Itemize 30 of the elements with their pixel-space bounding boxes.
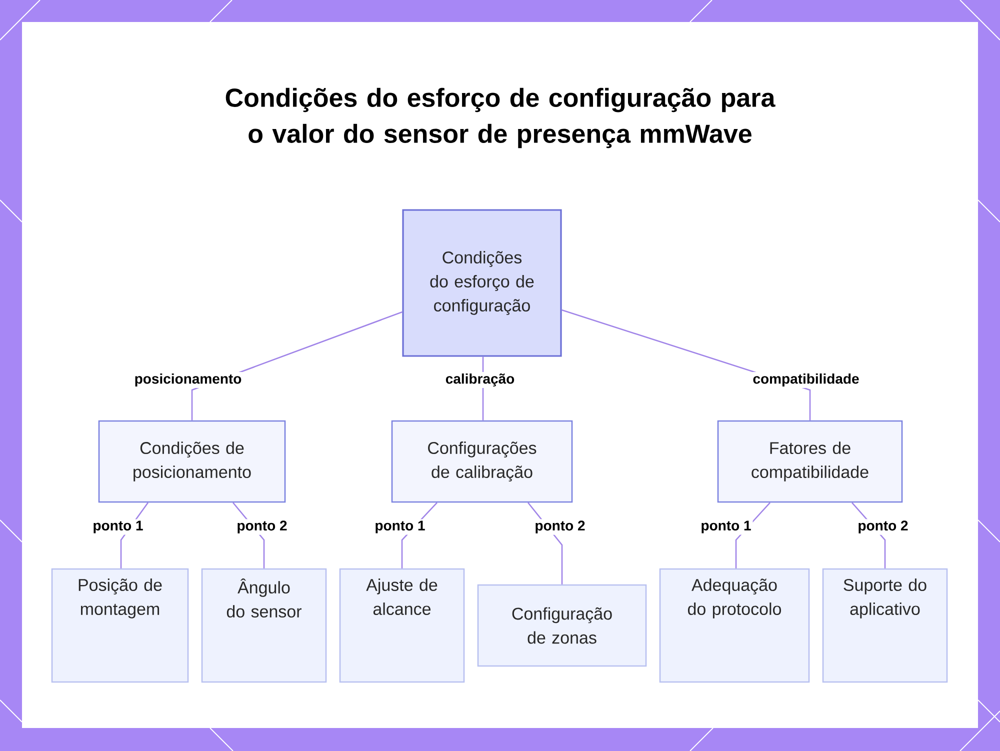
node-label: Condições do esforço de configuração [430,251,534,315]
edge-label: ponto 2 [533,519,587,535]
edge-label: calibração [444,372,516,388]
node-label: Fatores de compatibilidade [752,442,868,482]
edge-label: posicionamento [132,372,244,388]
node-label: Posição de montagem [78,578,162,618]
edge-label: ponto 1 [699,519,753,535]
edge-label: ponto 1 [373,519,427,535]
edge-label: ponto 2 [235,519,289,535]
item-box [339,568,465,683]
node-label: Ajuste de alcance [366,578,438,616]
edge-label: ponto 1 [91,519,145,535]
node-label: Adequação do protocolo [688,578,782,618]
category-box [98,420,286,503]
node-label: Ângulo do sensor [226,578,302,618]
node-label: Configurações de calibração [428,442,536,482]
item-box [659,568,810,683]
edge-label: ponto 2 [856,519,910,535]
node-label: Suporte do aplicativo [844,578,926,618]
node-label: Condições de posicionamento [134,442,251,482]
item-box [477,584,647,667]
edge-label: compatibilidade [751,372,861,388]
item-box [201,568,327,683]
title: Condições do esforço de configuração para o valor do sensor de presença mmWave [226,88,776,148]
category-box [391,420,573,503]
item-box [51,568,189,683]
category-box [717,420,903,503]
item-box [822,568,948,683]
root-box [402,209,562,357]
node-label: Configuração de zonas [512,607,612,644]
